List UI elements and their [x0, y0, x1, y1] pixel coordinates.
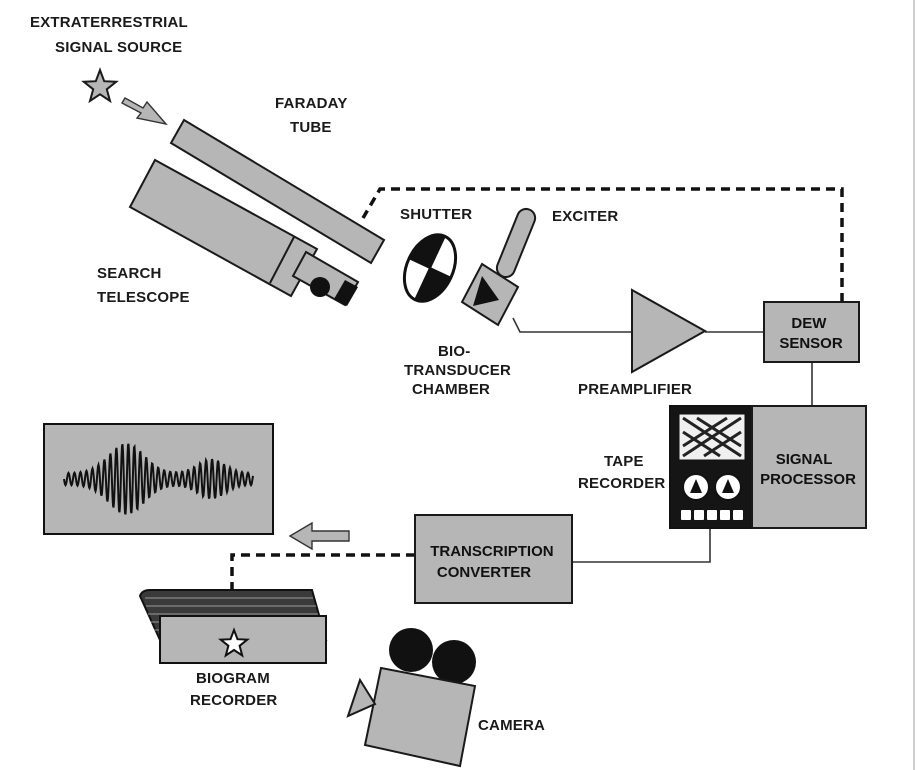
label-camera: CAMERA — [478, 717, 545, 734]
label-preamplifier: PREAMPLIFIER — [578, 381, 692, 398]
dew-sensor-box — [763, 301, 860, 363]
label-search-telescope: SEARCH TELESCOPE — [97, 265, 190, 306]
star-icon — [217, 627, 251, 658]
label-bio-transducer-chamber: BIO- TRANSDUCER CHAMBER — [404, 343, 515, 398]
dashed-line-converter-to-biogram — [230, 553, 415, 590]
signal-processor-box — [751, 405, 867, 529]
signal-wires — [512, 317, 813, 563]
arrow-icon — [121, 97, 168, 126]
label-transcription-converter: TRANSCRIPTION CONVERTER — [430, 543, 558, 581]
label-faraday-tube: FARADAY TUBE — [275, 95, 352, 136]
tape-recorder-unit — [669, 405, 756, 529]
film-camera-icon — [346, 628, 477, 768]
search-telescope — [128, 158, 360, 307]
biogram-waveform — [63, 443, 254, 515]
faraday-tube — [169, 118, 386, 265]
biogram-recorder — [138, 589, 328, 664]
exciter — [495, 207, 537, 279]
label-shutter: SHUTTER — [400, 206, 472, 223]
label-biogram-recorder: BIOGRAM RECORDER — [190, 670, 277, 709]
transcription-converter-box — [414, 514, 573, 604]
wire-tape-recorder-to-converter — [572, 528, 711, 563]
star-icon — [81, 67, 119, 104]
label-dew-sensor: DEW SENSOR — [779, 315, 843, 352]
preamplifier — [631, 288, 708, 374]
label-tape-recorder: TAPE RECORDER — [578, 453, 665, 492]
arrow-icon — [288, 521, 350, 551]
label-exciter: EXCITER — [552, 208, 618, 225]
bio-transducer-chamber — [460, 262, 520, 327]
label-signal-source: EXTRATERRESTRIAL SIGNAL SOURCE — [30, 14, 192, 56]
label-signal-processor: SIGNAL PROCESSOR — [760, 451, 856, 488]
dashed-line-sensor-to-faraday — [361, 187, 844, 302]
wire-chamber-to-preamp — [512, 317, 632, 333]
shutter — [402, 233, 458, 303]
biogram-waveform-display — [43, 423, 274, 535]
